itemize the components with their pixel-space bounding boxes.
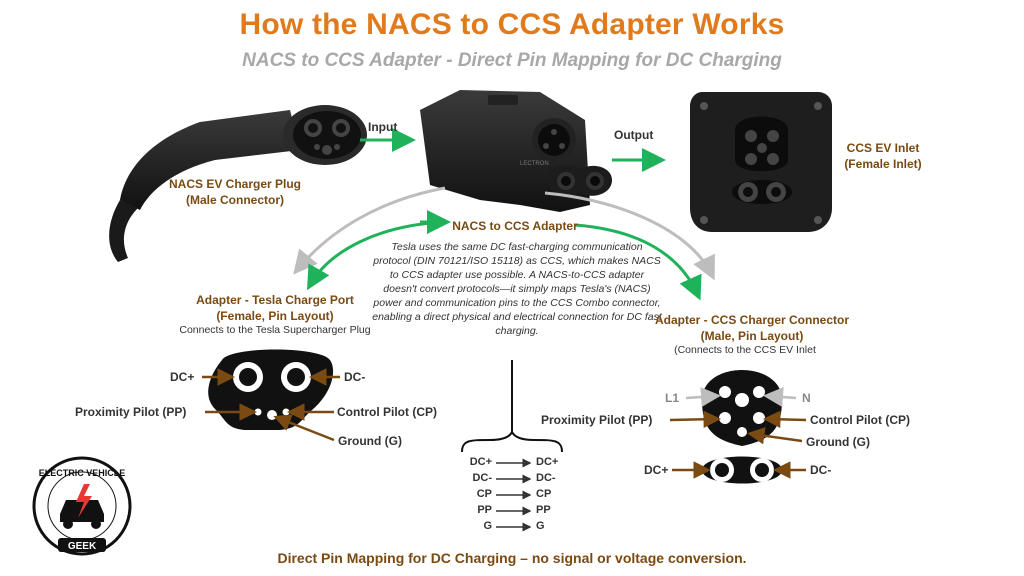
adapter-center-label: NACS to CCS Adapter — [452, 219, 578, 233]
tesla-port-pin-layout — [208, 349, 334, 430]
mapping-to-2: CP — [536, 488, 552, 500]
mapping-to-1: DC- — [536, 472, 556, 484]
ccs-pin-n: N — [802, 391, 811, 405]
nacs-to-ccs-adapter-image — [420, 90, 612, 212]
tesla-pin-dc-plus: DC+ — [170, 370, 195, 384]
tesla-port-note: Connects to the Tesla Supercharger Plug — [179, 324, 371, 336]
ccs-inlet-label: CCS EV Inlet (Female Inlet) — [838, 140, 928, 172]
mapping-from-0: DC+ — [469, 456, 492, 468]
tesla-port-title-line2: (Female, Pin Layout) — [216, 309, 334, 323]
ccs-pin-dc-minus: DC- — [810, 463, 832, 477]
tesla-pin-dc-minus: DC- — [344, 370, 366, 384]
footer-note: Direct Pin Mapping for DC Charging – no … — [277, 550, 747, 566]
mapping-brace — [461, 429, 563, 453]
ccs-connector-title: Adapter - CCS Charger Connector (Male, P… — [652, 312, 852, 344]
mapping-to-4: G — [536, 520, 545, 532]
tesla-pin-cp: Control Pilot (CP) — [337, 405, 437, 419]
ccs-connector-title-line2: (Male, Pin Layout) — [700, 329, 804, 343]
ccs-inlet-label-line2: (Female Inlet) — [844, 157, 922, 171]
mapping-from-2: CP — [476, 488, 492, 500]
logo-bottom-text: GEEK — [68, 541, 97, 552]
mapping-from-1: DC- — [472, 472, 492, 484]
logo-top-text: ELECTRIC VEHICLE — [39, 468, 126, 478]
ccs-connector-title-line1: Adapter - CCS Charger Connector — [654, 313, 850, 327]
gray-arrow-left — [293, 186, 446, 275]
nacs-plug-label-line2: (Male Connector) — [185, 193, 284, 207]
green-arrow-left — [307, 220, 446, 291]
adapter-brand-text: LECTRON — [520, 161, 549, 167]
nacs-plug-label-line1: NACS EV Charger Plug — [168, 177, 302, 191]
mapping-from-3: PP — [477, 504, 492, 516]
green-arrow-right — [574, 223, 702, 301]
ccs-pin-ground: Ground (G) — [806, 435, 870, 449]
page-title: How the NACS to CCS Adapter Works — [239, 8, 785, 41]
nacs-charger-plug-image — [109, 105, 367, 262]
ccs-pin-l1: L1 — [665, 391, 680, 405]
ccs-connector-pin-layout — [702, 370, 782, 484]
nacs-plug-label: NACS EV Charger Plug (Male Connector) — [165, 176, 305, 208]
lightning-icon — [76, 484, 92, 518]
ccs-pin-cp: Control Pilot (CP) — [810, 413, 910, 427]
output-label: Output — [614, 128, 654, 142]
ccs-pin-pp: Proximity Pilot (PP) — [541, 413, 653, 427]
ccs-inlet-label-line1: CCS EV Inlet — [846, 141, 920, 155]
adapter-description: Tesla uses the same DC fast-charging com… — [372, 241, 662, 337]
mapping-to-3: PP — [536, 504, 551, 516]
input-label: Input — [368, 120, 398, 134]
electric-vehicle-geek-logo — [32, 456, 132, 556]
page-subtitle: NACS to CCS Adapter - Direct Pin Mapping… — [242, 50, 782, 71]
ccs-ev-inlet-image — [690, 92, 832, 232]
ccs-connector-note: (Connects to the CCS EV Inlet — [674, 344, 816, 356]
ccs-pin-dc-plus: DC+ — [644, 463, 669, 477]
tesla-port-title: Adapter - Tesla Charge Port (Female, Pin… — [180, 292, 370, 324]
tesla-port-title-line1: Adapter - Tesla Charge Port — [196, 293, 354, 307]
gray-arrow-right — [544, 191, 715, 281]
tesla-pin-pp: Proximity Pilot (PP) — [75, 405, 187, 419]
mapping-to-0: DC+ — [536, 456, 559, 468]
tesla-pin-ground: Ground (G) — [338, 434, 402, 448]
mapping-from-4: G — [483, 520, 492, 532]
